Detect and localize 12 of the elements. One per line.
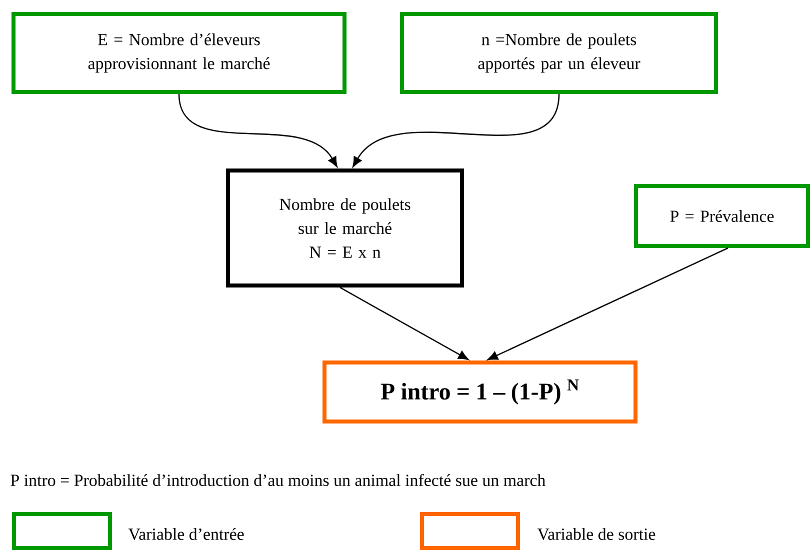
input-box: P = Prévalence xyxy=(634,184,810,248)
input-box: n =Nombre de poulets apportés par un éleveur xyxy=(400,12,718,94)
input-box: E = Nombre d’éleveurs approvisionnant le marché xyxy=(12,12,346,94)
legend-label: Variable d’entrée xyxy=(128,528,244,540)
arrow xyxy=(488,247,728,360)
arrow xyxy=(178,94,338,168)
arrow xyxy=(340,286,469,360)
note: P intro = Probabilité d’introduction d’au moins un animal infecté sue un march xyxy=(10,474,546,486)
process-box: Nombre de poulets sur le marché N = E x n xyxy=(226,168,464,288)
arrow xyxy=(352,94,560,168)
legend-label: Variable de sortie xyxy=(537,528,656,540)
output-box: P intro = 1 – (1-P) $^{N}$ xyxy=(322,360,638,424)
